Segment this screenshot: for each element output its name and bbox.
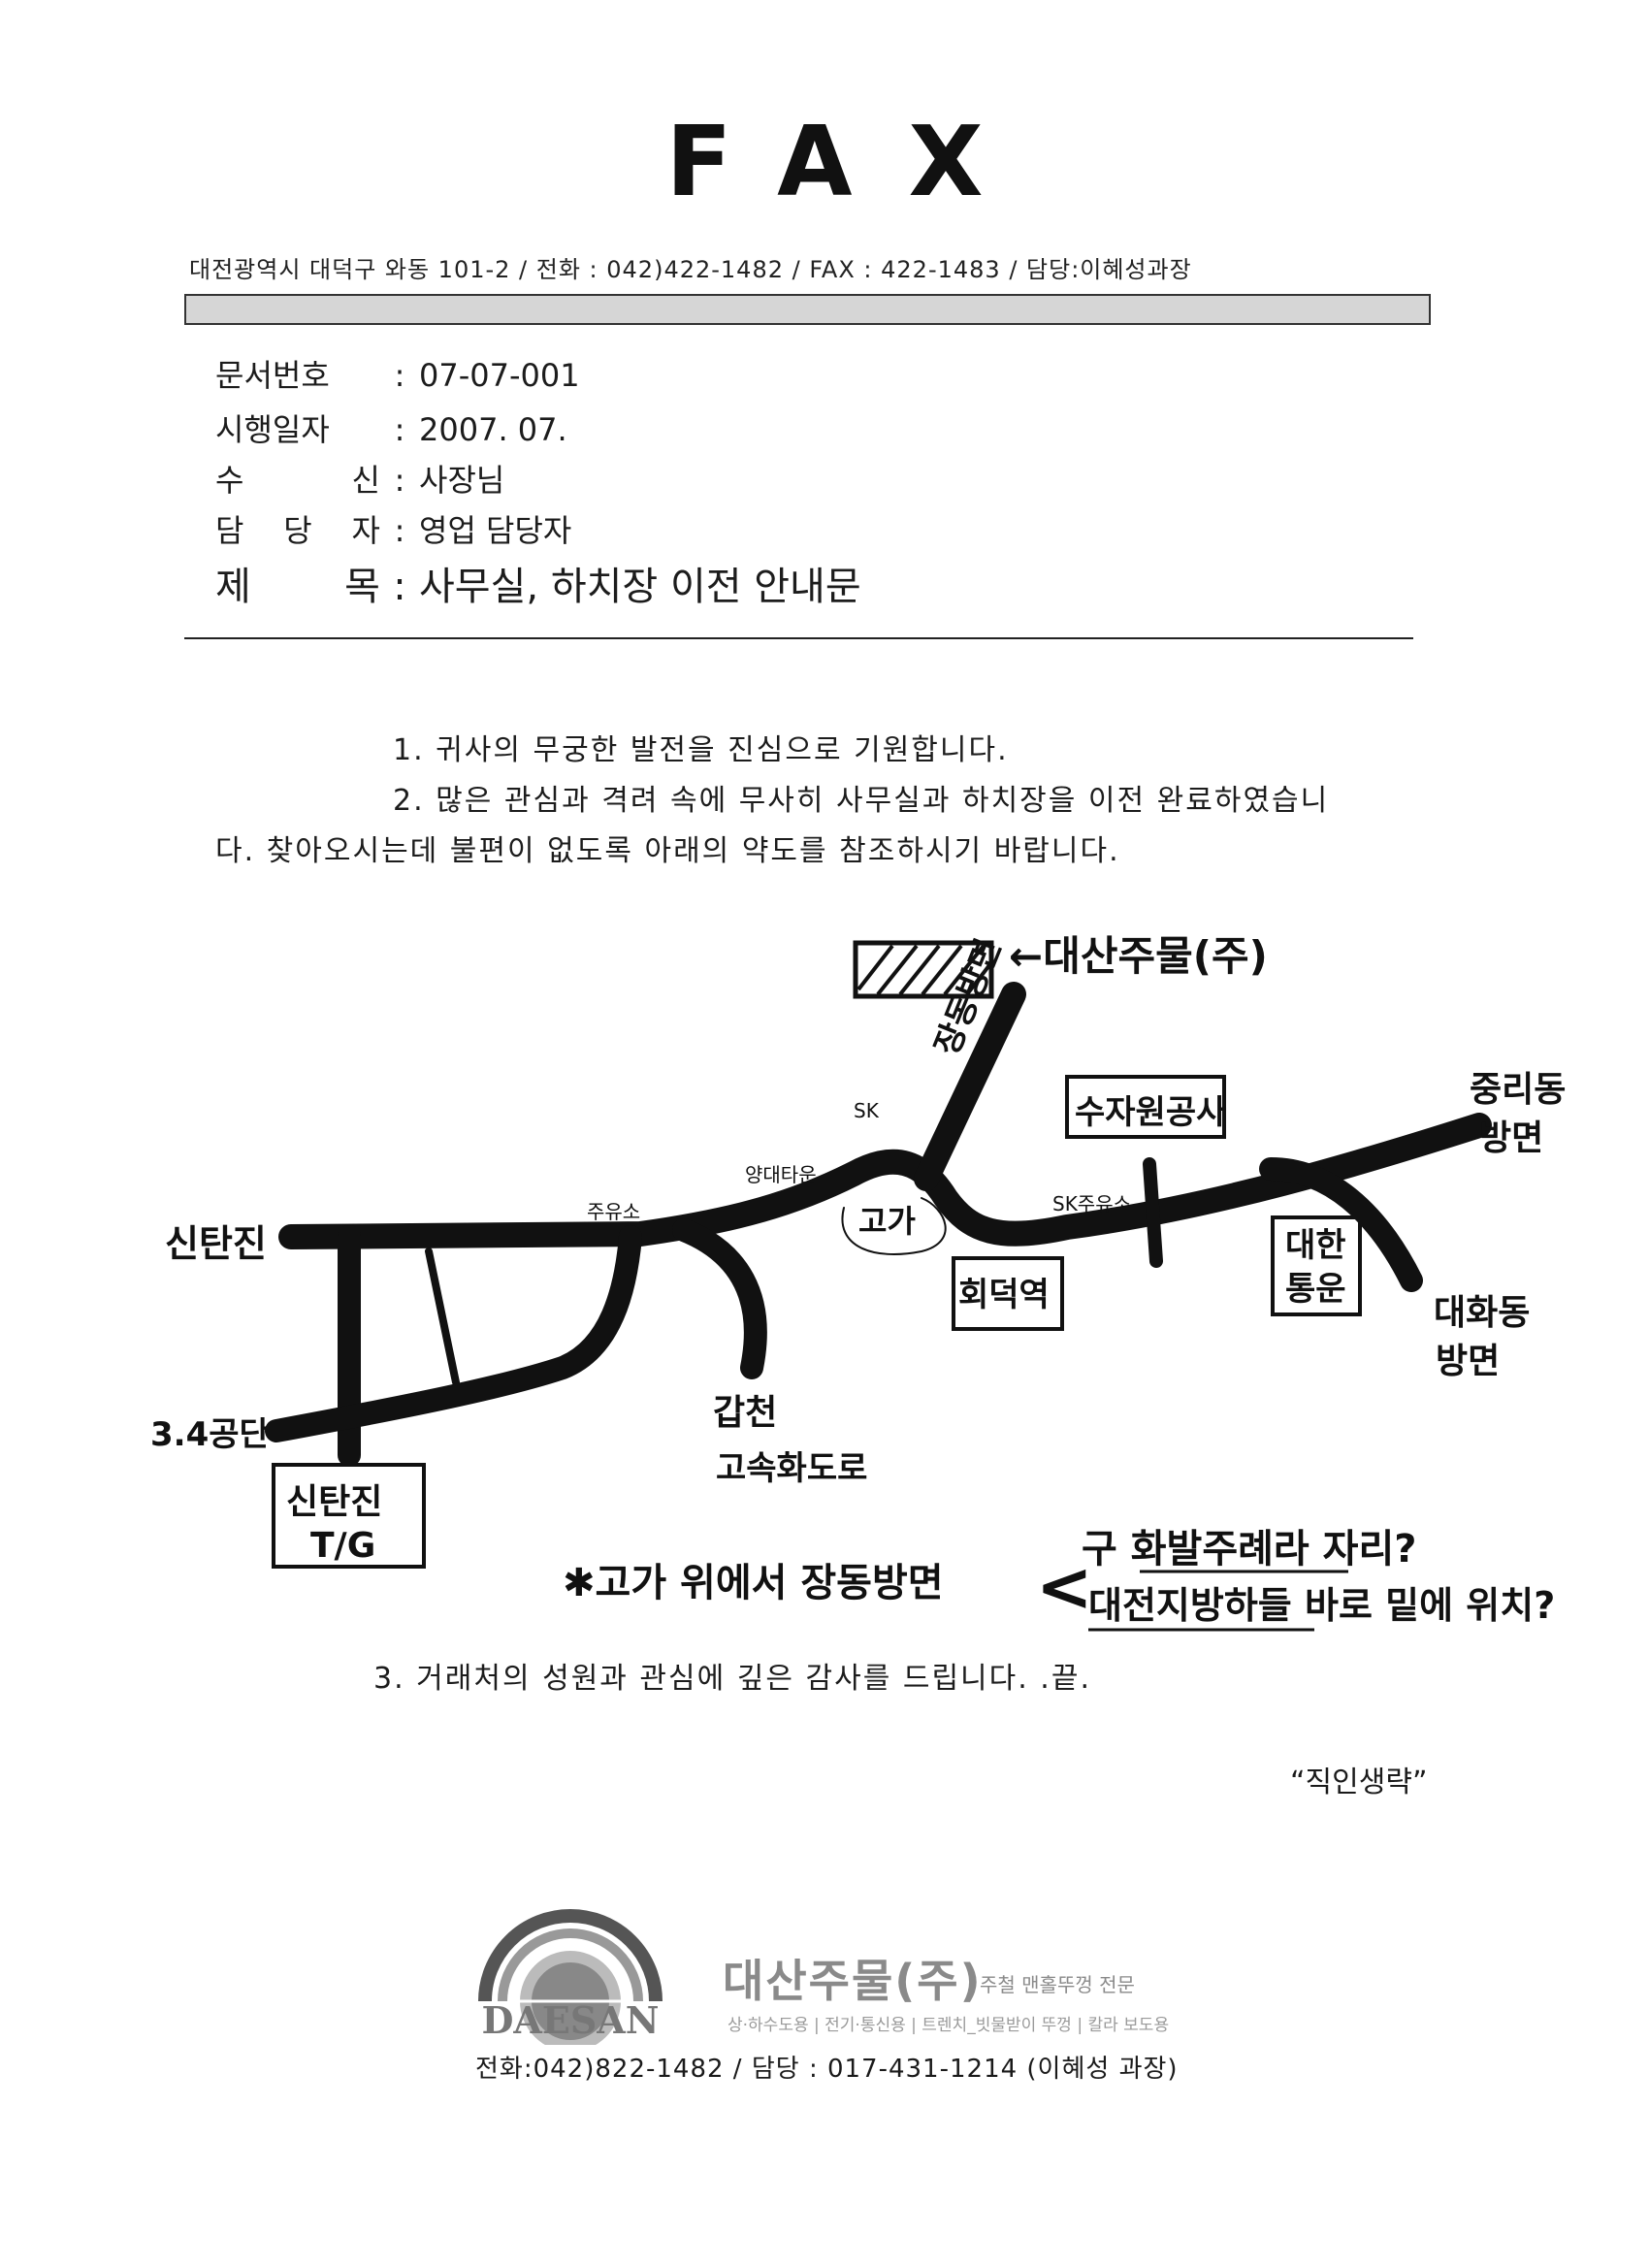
tg-label-2: T/G xyxy=(310,1526,375,1566)
meta-recipient: 수 신:사장님 xyxy=(215,456,504,501)
direction-note: ✱고가 위에서 장동방면 xyxy=(563,1561,944,1605)
paragraph-2-line-1: 2. 많은 관심과 격려 속에 무사히 사무실과 하치장을 이전 완료하였습니 xyxy=(393,784,1330,818)
overpass-label: 고가 xyxy=(858,1203,916,1240)
company-products: 상·하수도용 | 전기·통신용 | 트렌치_빗물받이 뚜껑 | 칼라 보도용 xyxy=(728,2016,1170,2035)
footer-contact: 전화:042)822-1482 / 담당 : 017-431-1214 (이혜성… xyxy=(475,2055,1179,2084)
paragraph-1: 1. 귀사의 무궁한 발전을 진심으로 기원합니다. xyxy=(393,733,1009,767)
tg-label-1: 신탄진 xyxy=(286,1482,382,1522)
paragraph-3: 3. 거래처의 성원과 관심에 깊은 감사를 드립니다. .끝. xyxy=(373,1662,1091,1696)
meta-value: 영업 담당자 xyxy=(419,512,572,549)
destination-building xyxy=(853,940,994,999)
cafe-label: 양대타운 xyxy=(745,1163,817,1186)
meta-doc-number: 문서번호:07-07-001 xyxy=(215,351,580,396)
direction-note-detail-1: 구 화발주례라 자리? xyxy=(1082,1527,1416,1571)
daehan-label-1: 대한 xyxy=(1285,1226,1346,1265)
logo-text: DAESAN xyxy=(481,1998,659,2042)
daehan-label-2: 통운 xyxy=(1285,1270,1346,1309)
sintanjin-label: 신탄진 xyxy=(165,1222,267,1265)
sk-gas-label: SK주유소 xyxy=(1052,1192,1131,1215)
jungri-label-1: 중리동 xyxy=(1470,1070,1566,1110)
meta-key: 시행일자 xyxy=(215,411,330,448)
direction-note-detail-2: 대전지방하들 바로 밑에 위치? xyxy=(1088,1584,1555,1627)
header-bar xyxy=(184,294,1431,325)
hand-drawn-map: ←대산주물(주) 장동방면 SK 주유소 양대타운 고가 SK주유소 수자원공사… xyxy=(150,932,1566,1632)
divider xyxy=(184,637,1413,639)
paragraph-2-line-2: 다. 찾아오시는데 불편이 없도록 아래의 약도를 참조하시기 바랍니다. xyxy=(215,834,1120,868)
jungri-label-2: 방면 xyxy=(1479,1118,1543,1158)
meta-issue-date: 시행일자:2007. 07. xyxy=(215,405,567,450)
meta-key: 문서번호 xyxy=(215,357,330,394)
industrial-label: 3.4공단 xyxy=(150,1415,270,1454)
meta-key: 담 당 자 xyxy=(215,512,380,549)
meta-subject: 제 목:사무실, 하치장 이전 안내문 xyxy=(215,555,861,611)
subject-value: 사무실, 하치장 이전 안내문 xyxy=(419,565,861,609)
meta-person: 담 당 자:영업 담당자 xyxy=(215,506,571,551)
gas-station-label: 주유소 xyxy=(587,1200,640,1223)
water-corp-label: 수자원공사 xyxy=(1075,1093,1226,1132)
meta-value: 사장님 xyxy=(419,462,505,499)
meta-value: 2007. 07. xyxy=(419,411,567,448)
daehwa-label-2: 방면 xyxy=(1436,1342,1500,1381)
gapcheon-label-1: 갑천 xyxy=(713,1393,777,1433)
seal-omitted-note: “직인생략” xyxy=(1290,1766,1428,1799)
destination-label: ←대산주물(주) xyxy=(1009,932,1268,980)
daesan-logo: DAESAN xyxy=(478,1909,663,2045)
company-tagline: 주철 맨홀뚜껑 전문 xyxy=(980,1973,1135,1996)
meta-key: 제 목 xyxy=(215,565,380,609)
gapcheon-label-2: 고속화도로 xyxy=(716,1449,867,1488)
meta-value: 07-07-001 xyxy=(419,357,580,394)
sk-label: SK xyxy=(854,1099,880,1122)
daehwa-label-1: 대화동 xyxy=(1434,1293,1530,1333)
hoeduk-station-label: 회덕역 xyxy=(958,1276,1050,1314)
meta-key: 수 신 xyxy=(215,462,380,499)
company-name: 대산주물(주) xyxy=(723,1955,983,2007)
brace-mark: < xyxy=(1036,1547,1093,1627)
sender-line: 대전광역시 대덕구 와동 101-2 / 전화 : 042)422-1482 /… xyxy=(189,256,1192,283)
fax-title: FAX xyxy=(665,105,1040,218)
